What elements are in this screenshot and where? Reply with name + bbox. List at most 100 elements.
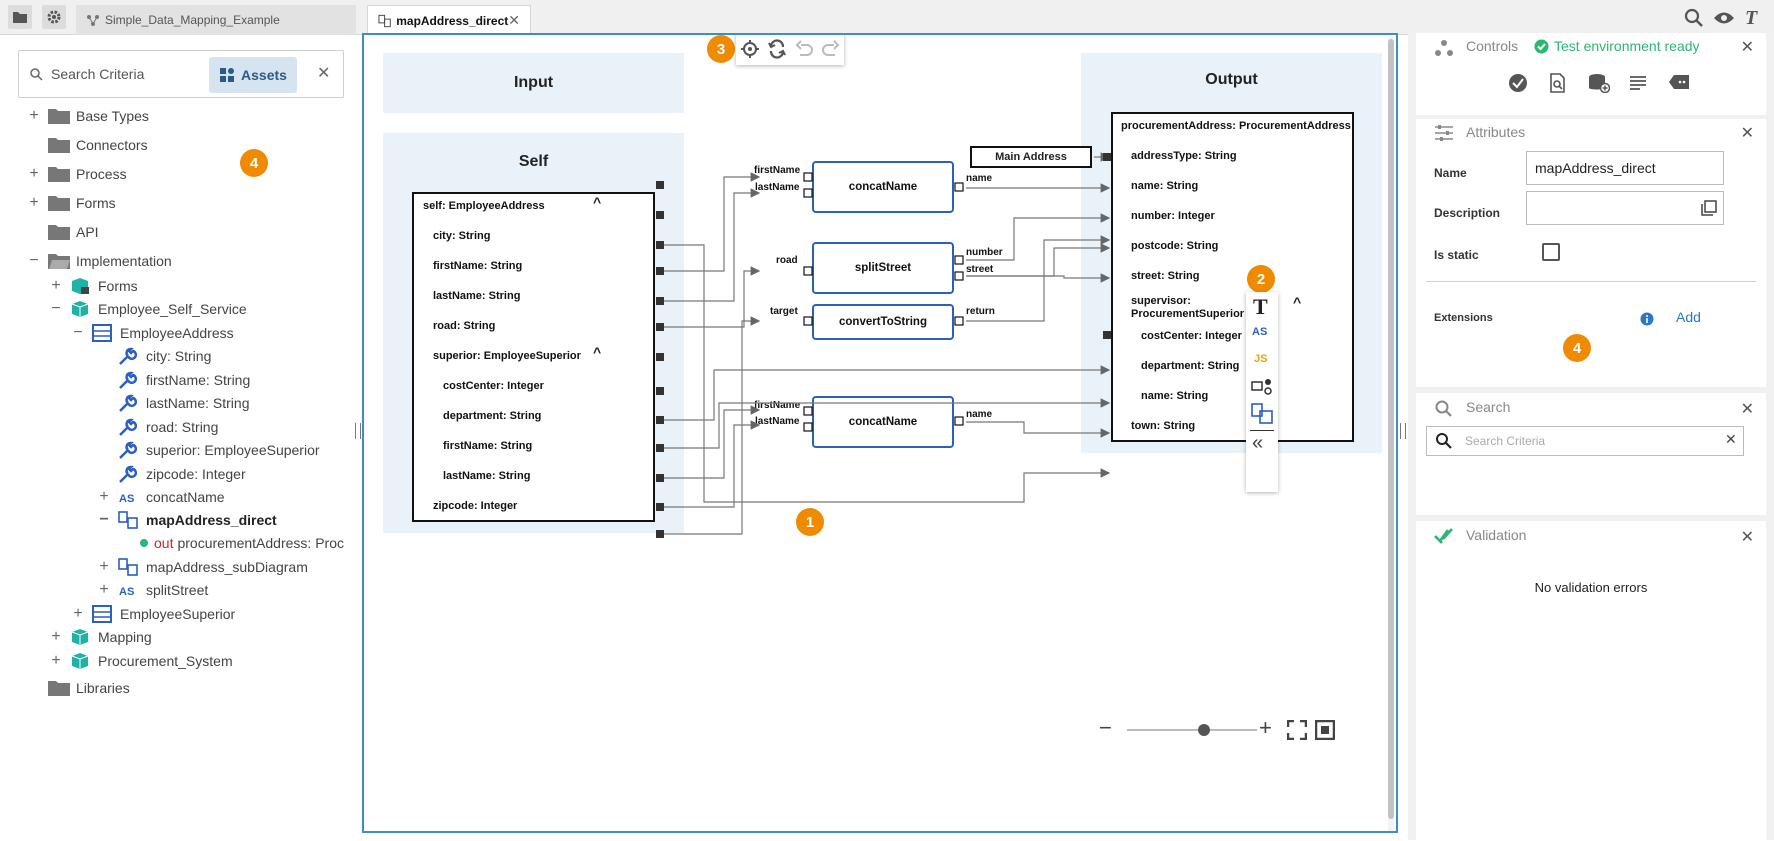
- right-splitter-handle[interactable]: [1400, 423, 1406, 439]
- expand-icon[interactable]: +: [99, 558, 109, 575]
- settings-button[interactable]: [42, 5, 66, 29]
- collapse-icon[interactable]: −: [99, 511, 109, 528]
- redo-icon[interactable]: [821, 39, 841, 59]
- zoom-in-icon[interactable]: +: [1259, 715, 1272, 740]
- tree-item-libraries[interactable]: Libraries: [26, 676, 130, 700]
- tree-item-base-types[interactable]: +Base Types: [26, 104, 149, 128]
- tree-item-impl-forms[interactable]: +Forms: [48, 274, 138, 298]
- clear-search-icon[interactable]: ✕: [317, 65, 331, 82]
- tree-item-mapaddress-subdiagram[interactable]: +mapAddress_subDiagram: [96, 555, 308, 579]
- zoom-out-icon[interactable]: −: [1099, 715, 1112, 740]
- expand-editor-icon[interactable]: [1701, 200, 1717, 216]
- tree-label: Connectors: [76, 137, 148, 153]
- expand-icon[interactable]: +: [99, 488, 109, 505]
- tree-label: concatName: [146, 489, 225, 505]
- tree-item-mapping[interactable]: +Mapping: [48, 625, 152, 649]
- canvas-scrollbar[interactable]: [1388, 35, 1394, 831]
- splitstreet-function-node[interactable]: splitStreet: [812, 242, 954, 294]
- tree-item-attr-firstname[interactable]: firstName: String: [118, 368, 250, 392]
- tree-item-employee-self-service[interactable]: −Employee_Self_Service: [48, 297, 247, 321]
- zoom-slider-handle[interactable]: [1198, 724, 1210, 736]
- tab-simple-data-mapping[interactable]: Simple_Data_Mapping_Example: [76, 5, 356, 35]
- javascript-tool-icon[interactable]: JS: [1254, 353, 1268, 365]
- inspect-document-icon[interactable]: [1548, 73, 1568, 93]
- eye-icon[interactable]: [1713, 10, 1735, 26]
- main-address-constant[interactable]: Main Address: [970, 146, 1092, 168]
- tree-item-attr-superior[interactable]: superior: EmployeeSuperior: [118, 438, 320, 462]
- collapse-toolbar-icon[interactable]: «: [1252, 432, 1264, 454]
- tree-item-attr-zipcode[interactable]: zipcode: Integer: [118, 462, 246, 486]
- tree-item-forms[interactable]: +Forms: [26, 191, 116, 215]
- actionscript-tool-icon[interactable]: AS: [1252, 326, 1268, 338]
- concatname-function-node[interactable]: concatName: [812, 161, 954, 213]
- mapping-canvas[interactable]: Input Self Output self: EmployeeAddress …: [362, 33, 1398, 833]
- tree-item-connectors[interactable]: Connectors: [26, 133, 148, 157]
- expand-icon[interactable]: +: [29, 165, 39, 182]
- tree-item-implementation[interactable]: −Implementation: [26, 249, 172, 273]
- collapse-icon[interactable]: −: [29, 252, 39, 269]
- tree-item-attr-city[interactable]: city: String: [118, 344, 211, 368]
- tree-item-mapaddress-direct[interactable]: −mapAddress_direct: [96, 508, 277, 532]
- list-icon[interactable]: [1628, 73, 1648, 93]
- expand-icon[interactable]: +: [99, 581, 109, 598]
- left-splitter-handle[interactable]: [355, 423, 361, 439]
- panel-search-input[interactable]: Search Criteria ✕: [1426, 426, 1744, 456]
- tab-mapaddress-direct[interactable]: mapAddress_direct ✕: [367, 5, 531, 35]
- tree-item-process[interactable]: +Process: [26, 162, 127, 186]
- collapse-icon[interactable]: −: [73, 324, 83, 341]
- collapse-caret-icon[interactable]: ^: [1293, 294, 1302, 310]
- database-add-icon[interactable]: [1588, 73, 1610, 93]
- tree-item-attr-road[interactable]: road: String: [118, 415, 218, 439]
- center-view-icon[interactable]: [740, 39, 760, 59]
- expand-icon[interactable]: +: [51, 652, 61, 669]
- function-tool-icon[interactable]: [1251, 376, 1273, 396]
- expand-icon[interactable]: +: [73, 605, 83, 622]
- scrollbar-thumb[interactable]: [1388, 39, 1394, 819]
- close-validation-icon[interactable]: ✕: [1740, 529, 1754, 546]
- tree-item-employee-address[interactable]: −EmployeeAddress: [70, 321, 234, 345]
- validate-icon[interactable]: [1508, 73, 1528, 93]
- tree-item-attr-lastname[interactable]: lastName: String: [118, 391, 249, 415]
- expand-icon[interactable]: +: [51, 628, 61, 645]
- tag-icon[interactable]: [1668, 73, 1690, 91]
- collapse-caret-icon[interactable]: ^: [593, 344, 602, 360]
- close-search-icon[interactable]: ✕: [1740, 401, 1754, 418]
- name-input[interactable]: mapAddress_direct: [1526, 151, 1724, 185]
- info-icon[interactable]: [1640, 312, 1654, 326]
- converttostring-function-node[interactable]: convertToString: [812, 304, 954, 340]
- concatname-function-node-2[interactable]: concatName: [812, 396, 954, 448]
- is-static-checkbox[interactable]: [1542, 243, 1560, 261]
- close-controls-icon[interactable]: ✕: [1740, 39, 1754, 56]
- expand-icon[interactable]: +: [29, 194, 39, 211]
- subdiagram-tool-icon[interactable]: [1251, 403, 1273, 425]
- undo-icon[interactable]: [794, 39, 814, 59]
- asset-search-box[interactable]: Search Criteria Assets ✕: [18, 50, 344, 98]
- tree-item-employee-superior[interactable]: +EmployeeSuperior: [70, 602, 235, 626]
- self-table[interactable]: self: EmployeeAddress ^ city: String fir…: [412, 192, 655, 522]
- text-style-icon[interactable]: T: [1742, 6, 1764, 28]
- zoom-slider-track[interactable]: [1127, 729, 1257, 731]
- folder-button[interactable]: [8, 5, 32, 29]
- close-tab-icon[interactable]: ✕: [508, 12, 520, 28]
- collapse-icon[interactable]: −: [51, 300, 61, 317]
- refresh-icon[interactable]: [767, 39, 787, 59]
- fullscreen-icon[interactable]: [1315, 720, 1335, 740]
- assets-toggle-button[interactable]: Assets: [209, 57, 297, 93]
- description-input[interactable]: [1526, 191, 1724, 225]
- search-icon[interactable]: [1684, 8, 1704, 28]
- expand-icon[interactable]: +: [29, 107, 39, 124]
- text-tool-icon[interactable]: T: [1253, 294, 1268, 319]
- tree-item-procurement-system[interactable]: +Procurement_System: [48, 649, 233, 673]
- clear-search-icon[interactable]: ✕: [1725, 431, 1737, 447]
- fit-screen-icon[interactable]: [1287, 720, 1307, 740]
- expand-icon[interactable]: +: [51, 277, 61, 294]
- add-extension-link[interactable]: Add: [1676, 309, 1701, 325]
- self-row: firstName: String: [443, 440, 533, 452]
- close-attributes-icon[interactable]: ✕: [1740, 125, 1754, 142]
- tree-item-api[interactable]: API: [26, 220, 99, 244]
- collapse-caret-icon[interactable]: ^: [593, 194, 602, 210]
- output-table[interactable]: procurementAddress: ProcurementAddress a…: [1111, 112, 1354, 442]
